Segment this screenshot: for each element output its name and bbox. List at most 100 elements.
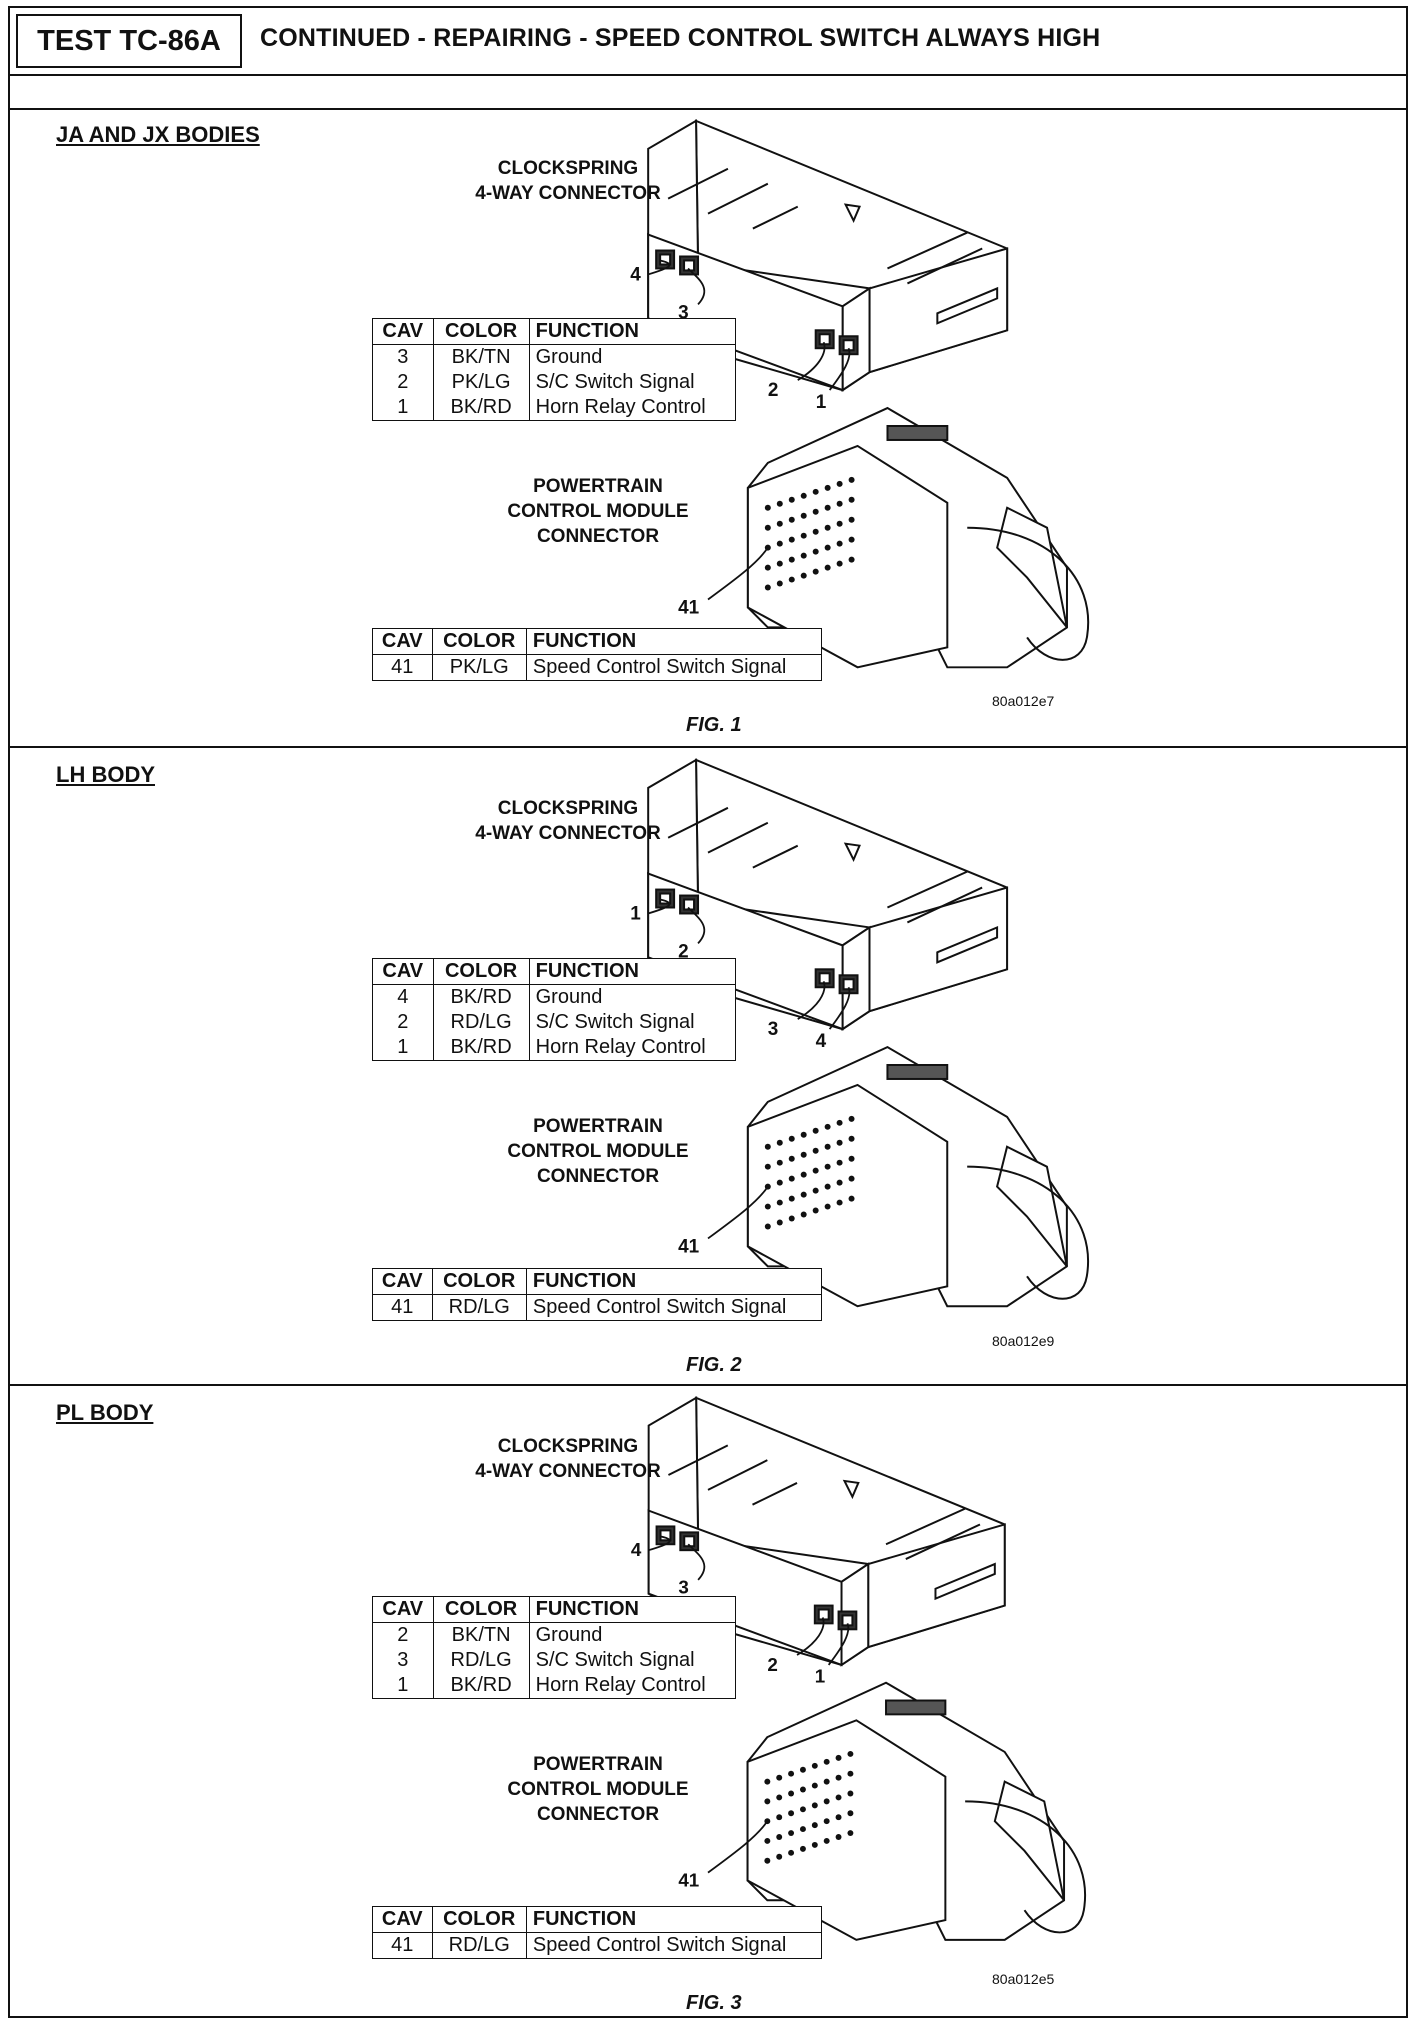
col-cav: CAV [372,1906,433,1933]
callout-bottom-left: 2 [767,1654,777,1675]
clockspring-label: CLOCKSPRING 4-WAY CONNECTOR [408,1434,728,1484]
clockspring-label-line1: CLOCKSPRING [497,798,639,819]
col-function: FUNCTION [528,318,737,345]
cell-color: PK/LG [431,654,527,681]
table-header-row: CAV COLOR FUNCTION [372,318,737,345]
pcm-connector-drawing [746,406,1090,669]
header-rule [10,74,1406,76]
callout-lines [647,259,851,601]
table-header-row: CAV COLOR FUNCTION [372,628,823,655]
cell-cav: 41 [372,1294,433,1321]
page-header: TEST TC-86A CONTINUED - REPAIRING - SPEE… [10,8,1406,110]
col-function: FUNCTION [525,628,823,655]
cell-function: Speed Control Switch Signal [525,654,823,681]
cell-color: BK/RD [432,395,530,421]
body-label: LH BODY [56,762,155,787]
figure-code: 80a012e7 [992,693,1055,709]
callout-top-right: 3 [678,1577,688,1598]
col-function: FUNCTION [525,1906,823,1933]
callout-pcm-pin: 41 [678,597,699,618]
col-function: FUNCTION [525,1268,823,1295]
pcm-label-line3: CONNECTOR [536,526,660,547]
figure-label: FIG. 2 [686,1354,742,1376]
table-header-row: CAV COLOR FUNCTION [372,958,737,985]
cell-color: BK/TN [432,344,530,370]
cell-function: Horn Relay Control [528,1035,737,1061]
cell-function: Horn Relay Control [528,395,737,421]
cell-function: Speed Control Switch Signal [525,1294,823,1321]
pcm-pin-grid [764,1750,854,1864]
cell-color: RD/LG [432,1648,530,1673]
cell-function: Ground [528,344,737,370]
pcm-label-line1: POWERTRAIN [533,1116,663,1137]
cell-cav: 2 [372,1622,434,1648]
cell-color: BK/RD [432,1673,530,1699]
callout-top-left: 1 [630,903,641,924]
pcm-pin-grid [764,1115,855,1230]
cell-function: S/C Switch Signal [528,370,737,395]
pcm-connector-drawing [746,1045,1090,1308]
callout-lines [648,1535,850,1874]
callout-bottom-left: 3 [768,1019,779,1040]
figure-code: 80a012e5 [992,1971,1055,1987]
callout-top-right: 2 [678,941,689,962]
cell-color: RD/LG [432,1010,530,1035]
cell-color: BK/RD [432,1035,530,1061]
callout-pcm-pin: 41 [678,1236,699,1257]
cell-color: BK/RD [432,984,530,1010]
connector-illustration: 4 3 2 1 41 [630,119,1090,669]
figure-section-3: 4 3 2 1 41 PL BODY CLOCKSPRING 4-WAY CON… [10,1384,1406,2017]
callout-bottom-left: 2 [768,380,779,401]
table-header-row: CAV COLOR FUNCTION [372,1596,737,1623]
connector-illustration: 4 3 2 1 41 [631,1396,1087,1941]
cell-cav: 41 [372,1932,433,1959]
figure-label: FIG. 1 [686,714,742,736]
pcm-label: POWERTRAIN CONTROL MODULE CONNECTOR [448,1114,748,1189]
cell-color: RD/LG [431,1932,527,1959]
cell-function: S/C Switch Signal [528,1010,737,1035]
clockspring-connector-drawing [647,1396,1006,1667]
figure-label: FIG. 3 [686,1992,742,2014]
col-color: COLOR [432,958,530,985]
cell-color: RD/LG [431,1294,527,1321]
pcm-label-line3: CONNECTOR [536,1804,660,1825]
pcm-label-line1: POWERTRAIN [533,1754,663,1775]
col-cav: CAV [372,1268,433,1295]
cell-color: PK/LG [432,370,530,395]
cell-function: S/C Switch Signal [528,1648,737,1673]
cell-cav: 3 [372,1648,434,1673]
col-cav: CAV [372,318,434,345]
body-label: JA AND JX BODIES [56,122,260,147]
cell-function: Speed Control Switch Signal [525,1932,823,1959]
pcm-label-line2: CONTROL MODULE [507,1779,689,1800]
page-title: CONTINUED - REPAIRING - SPEED CONTROL SW… [260,24,1101,52]
pcm-label: POWERTRAIN CONTROL MODULE CONNECTOR [448,1752,748,1827]
cell-color: BK/TN [432,1622,530,1648]
pcm-label-line3: CONNECTOR [536,1166,660,1187]
cell-function: Ground [528,1622,737,1648]
cell-cav: 1 [372,1673,434,1699]
cell-cav: 2 [372,1010,434,1035]
col-cav: CAV [372,1596,434,1623]
clockspring-label-line2: 4-WAY CONNECTOR [475,823,661,844]
test-id-box: TEST TC-86A [16,14,242,68]
pcm-label: POWERTRAIN CONTROL MODULE CONNECTOR [448,474,748,549]
clockspring-label-line1: CLOCKSPRING [497,1436,639,1457]
diagnostic-page: TEST TC-86A CONTINUED - REPAIRING - SPEE… [8,6,1408,2018]
callout-top-right: 3 [678,302,689,323]
clockspring-label-line1: CLOCKSPRING [497,158,639,179]
col-color: COLOR [431,628,527,655]
clockspring-connector-drawing [647,119,1009,392]
pcm-connector-drawing [746,1681,1087,1941]
